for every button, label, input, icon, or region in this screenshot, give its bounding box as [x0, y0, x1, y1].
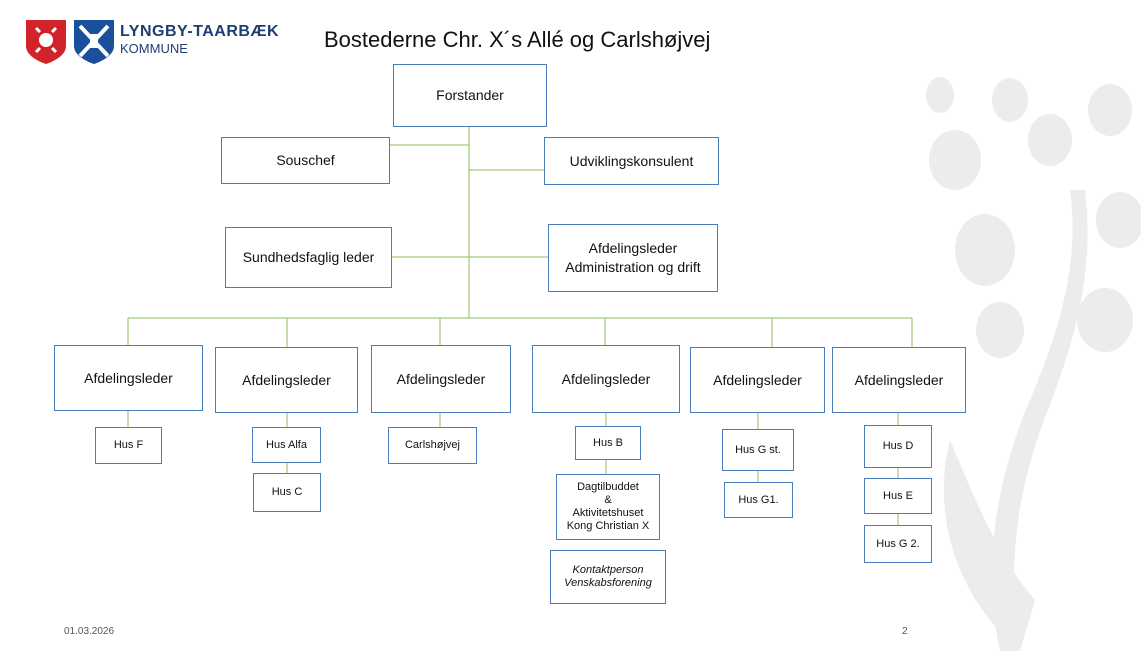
afdelingsleder-box-3[interactable]: Afdelingsleder: [371, 345, 511, 413]
souschef-box[interactable]: Souschef: [221, 137, 390, 184]
afdelingsleder-box-4[interactable]: Afdelingsleder: [532, 345, 680, 413]
unit-hus-c[interactable]: Hus C: [253, 473, 321, 512]
udviklingskonsulent-box[interactable]: Udviklingskonsulent: [544, 137, 719, 185]
logo-line2: KOMMUNE: [120, 41, 188, 56]
unit-kontaktperson[interactable]: Kontaktperson Venskabsforening: [550, 550, 666, 604]
afdelingsleder-box-1[interactable]: Afdelingsleder: [54, 345, 203, 411]
municipality-shields-icon: [26, 20, 114, 64]
unit-hus-g2[interactable]: Hus G 2.: [864, 525, 932, 563]
unit-hus-e[interactable]: Hus E: [864, 478, 932, 514]
unit-carlshojvej[interactable]: Carlshøjvej: [388, 427, 477, 464]
afdelingsleder-box-5[interactable]: Afdelingsleder: [690, 347, 825, 413]
afdelingsleder-box-2[interactable]: Afdelingsleder: [215, 347, 358, 413]
footer-page-number: 2: [902, 626, 908, 637]
forstander-box[interactable]: Forstander: [393, 64, 547, 127]
unit-dagtilbuddet[interactable]: Dagtilbuddet & Aktivitetshuset Kong Chri…: [556, 474, 660, 540]
footer-date: 01.03.2026: [64, 626, 115, 637]
unit-hus-d[interactable]: Hus D: [864, 425, 932, 468]
afdelingsleder-box-6[interactable]: Afdelingsleder: [832, 347, 966, 413]
unit-hus-f[interactable]: Hus F: [95, 427, 162, 464]
unit-hus-g-st[interactable]: Hus G st.: [722, 429, 794, 471]
afdelingsleder-administration-box[interactable]: Afdelingsleder Administration og drift: [548, 224, 718, 292]
slide-title: Bostederne Chr. X´s Allé og Carlshøjvej: [324, 27, 711, 52]
unit-hus-b[interactable]: Hus B: [575, 426, 641, 460]
sundhedsfaglig-leder-box[interactable]: Sundhedsfaglig leder: [225, 227, 392, 288]
logo-line1: LYNGBY-TAARBÆK: [120, 23, 280, 40]
unit-hus-alfa[interactable]: Hus Alfa: [252, 427, 321, 463]
unit-hus-g1[interactable]: Hus G1.: [724, 482, 793, 518]
